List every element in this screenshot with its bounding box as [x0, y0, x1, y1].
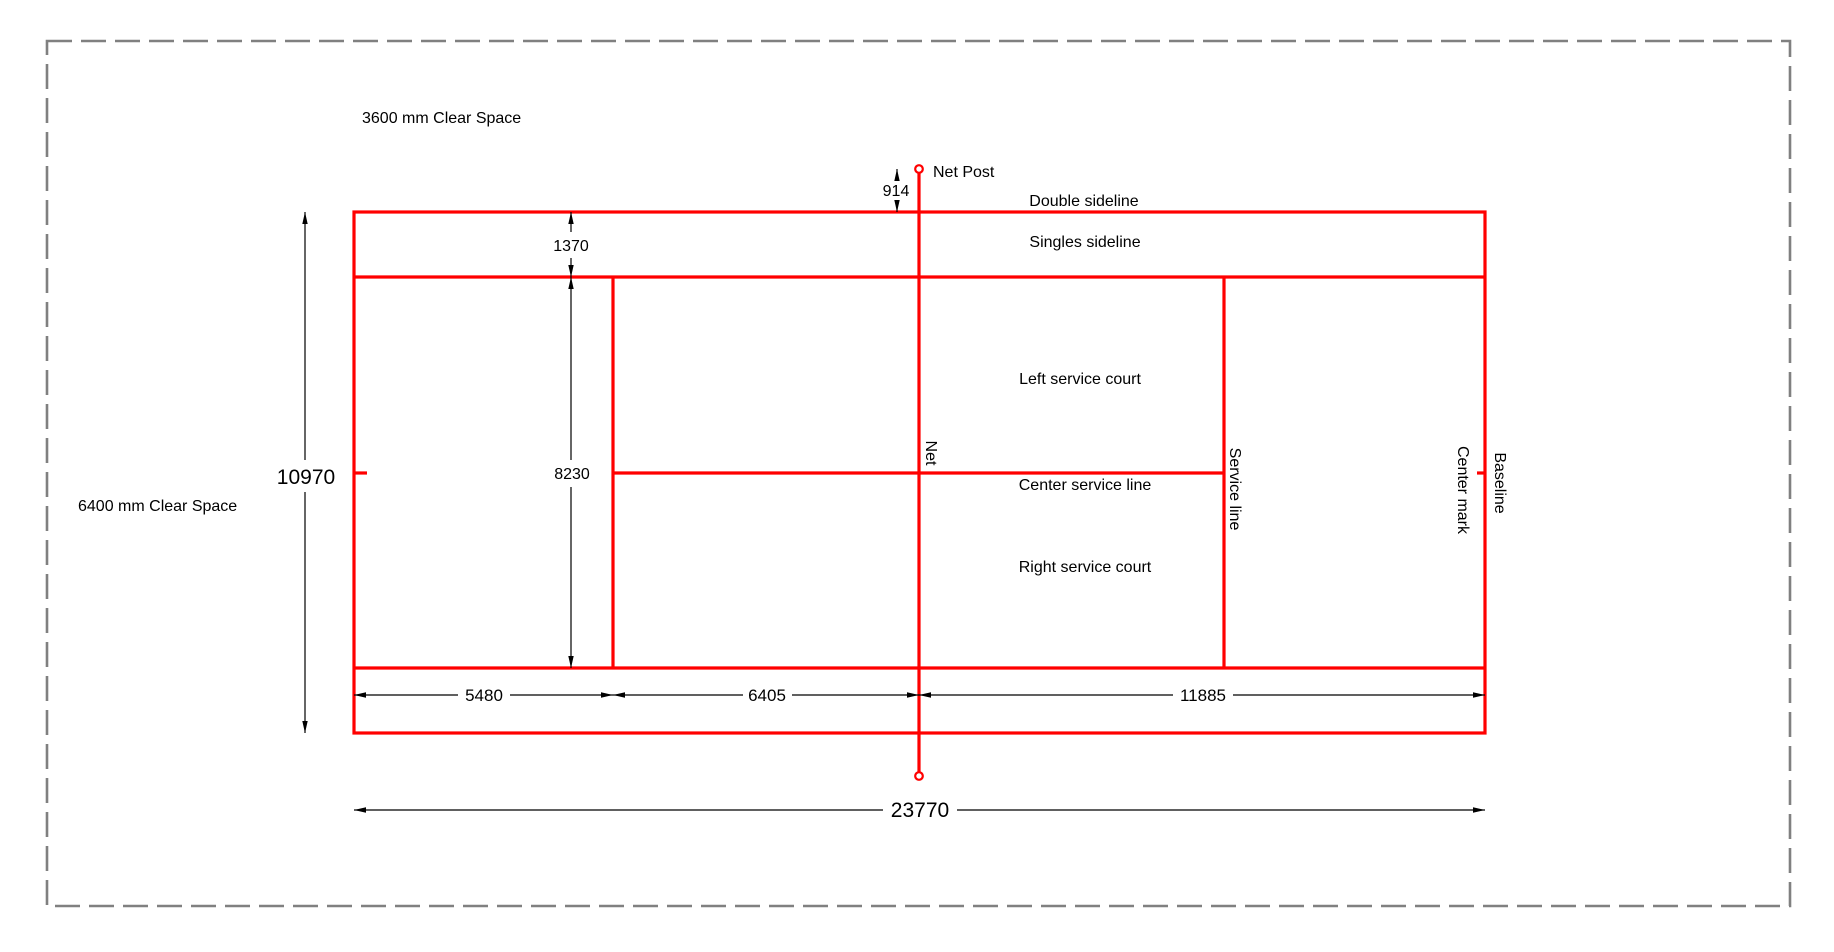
- double-sideline-label: Double sideline: [1029, 193, 1139, 210]
- left-service-court-label: Left service court: [1019, 371, 1141, 388]
- dimension-lines: [302, 169, 1485, 813]
- center-mark-label: Center mark: [1454, 446, 1471, 535]
- dimension-value-alley: 1370: [553, 238, 589, 255]
- singles-sideline-label: Singles sideline: [1029, 234, 1140, 251]
- clear-space-border-rect: [45, 39, 1792, 908]
- service-line-label: Service line: [1226, 448, 1243, 531]
- clear-space-top-label: 3600 mm Clear Space: [362, 110, 521, 127]
- net-label: Net: [922, 441, 939, 466]
- dimension-value-net-post-overhang: 914: [883, 183, 910, 200]
- right-service-court-label: Right service court: [1019, 559, 1152, 576]
- dimension-values: 10970 1370 8230 914 5480 6405 11885 2377…: [277, 183, 1226, 822]
- dimension-value-court-width: 10970: [277, 466, 335, 489]
- dimension-value-net-to-baseline: 11885: [1180, 686, 1226, 705]
- dimension-value-service-to-net: 6405: [748, 686, 786, 705]
- dimension-value-baseline-to-service: 5480: [465, 686, 503, 705]
- court-lines: [352, 164, 1487, 781]
- dimension-value-court-length: 23770: [891, 799, 949, 822]
- net-post-bottom-circle: [914, 771, 924, 781]
- feature-labels: 3600 mm Clear Space 6400 mm Clear Space …: [78, 110, 1508, 576]
- dimension-value-singles-width: 8230: [554, 466, 590, 483]
- net-post-label: Net Post: [933, 164, 995, 181]
- baseline-label: Baseline: [1491, 452, 1508, 513]
- net-post-top-circle: [914, 164, 924, 174]
- clear-space-left-label: 6400 mm Clear Space: [78, 498, 237, 515]
- clear-space-boundary: [45, 39, 1792, 908]
- center-service-line-label: Center service line: [1019, 477, 1152, 494]
